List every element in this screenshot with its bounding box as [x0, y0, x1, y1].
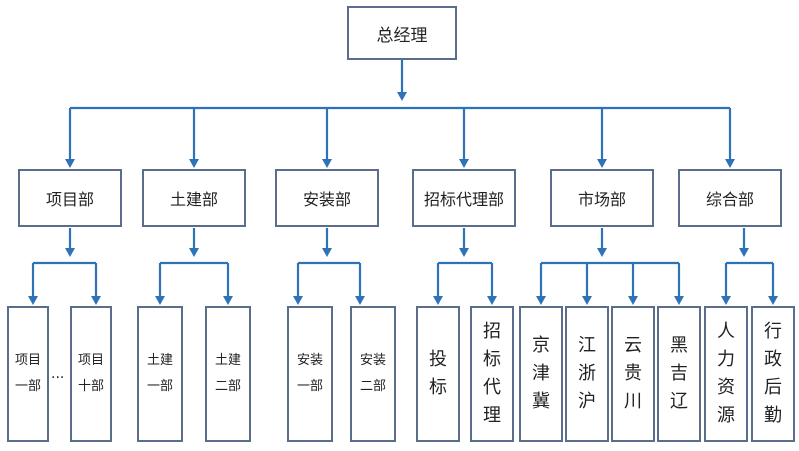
arrowhead: [459, 159, 469, 168]
sub-label: 京 津 冀: [532, 335, 550, 412]
sub-box: 人 力 资 源: [704, 306, 748, 442]
sub-box: 安装 一部: [287, 306, 333, 442]
sub-label: 安装 一部: [296, 353, 323, 394]
sub-box: 云 贵 川: [611, 306, 655, 442]
arrowhead: [582, 296, 592, 305]
dept-box-civil: 土建部: [142, 169, 246, 227]
sub-label: 黑 吉 辽: [670, 335, 688, 412]
dept-box-admin: 综合部: [678, 169, 782, 227]
arrowhead: [725, 159, 735, 168]
sub-label: 人 力 资 源: [717, 321, 735, 426]
arrowhead: [65, 159, 75, 168]
arrowhead: [721, 296, 731, 305]
sub-label: 土建 二部: [214, 353, 241, 394]
arrowhead: [397, 92, 407, 101]
dept-label: 土建部: [169, 190, 218, 209]
sub-box: 江 浙 沪: [565, 306, 609, 442]
sub-box: 黑 吉 辽: [657, 306, 701, 442]
sub-label: 云 贵 川: [624, 335, 642, 412]
arrowhead: [487, 296, 497, 305]
dept-box-project: 项目部: [18, 169, 122, 227]
arrowhead: [155, 296, 165, 305]
dept-box-bidding: 招标代理部: [412, 169, 516, 227]
arrowhead: [28, 296, 38, 305]
arrowhead: [597, 159, 607, 168]
general-manager-box: 总经理: [347, 6, 457, 60]
sub-box: 土建 一部: [137, 306, 183, 442]
ellipsis: ...: [51, 366, 65, 382]
dept-label: 招标代理部: [423, 190, 504, 209]
arrowhead: [91, 296, 101, 305]
arrowhead: [65, 248, 75, 257]
dept-box-market: 市场部: [550, 169, 654, 227]
general-manager-label: 总经理: [376, 25, 428, 46]
sub-box: 行 政 后 勤: [751, 306, 795, 442]
sub-label: 投 标: [429, 349, 447, 398]
dept-label: 市场部: [577, 190, 626, 209]
arrowhead: [322, 248, 332, 257]
arrowhead: [739, 248, 749, 257]
sub-label: 安装 二部: [359, 353, 386, 394]
sub-label: 招 标 代 理: [483, 321, 501, 426]
arrowhead: [293, 296, 303, 305]
sub-box: 安装 二部: [350, 306, 396, 442]
sub-label: 江 浙 沪: [578, 335, 596, 412]
arrowhead: [674, 296, 684, 305]
sub-box: 项目 一部: [7, 306, 49, 442]
sub-box: 投 标: [416, 306, 460, 442]
dept-label: 综合部: [705, 190, 754, 209]
dept-box-install: 安装部: [275, 169, 379, 227]
sub-box: 项目 十部: [70, 306, 112, 442]
arrowhead: [322, 159, 332, 168]
arrowhead: [536, 296, 546, 305]
sub-label: 土建 一部: [146, 353, 173, 394]
arrowhead: [355, 296, 365, 305]
arrowhead: [459, 248, 469, 257]
sub-label: 项目 十部: [77, 353, 104, 394]
arrowhead: [628, 296, 638, 305]
arrowhead: [433, 296, 443, 305]
arrowhead: [768, 296, 778, 305]
sub-box: 招 标 代 理: [470, 306, 514, 442]
arrowhead: [189, 248, 199, 257]
sub-label: 项目 一部: [14, 353, 41, 394]
dept-label: 安装部: [302, 190, 351, 209]
sub-label: 行 政 后 勤: [764, 321, 782, 426]
dept-label: 项目部: [45, 190, 94, 209]
sub-box: 京 津 冀: [519, 306, 563, 442]
sub-box: 土建 二部: [205, 306, 251, 442]
arrowhead: [597, 248, 607, 257]
arrowhead: [223, 296, 233, 305]
arrowhead: [189, 159, 199, 168]
